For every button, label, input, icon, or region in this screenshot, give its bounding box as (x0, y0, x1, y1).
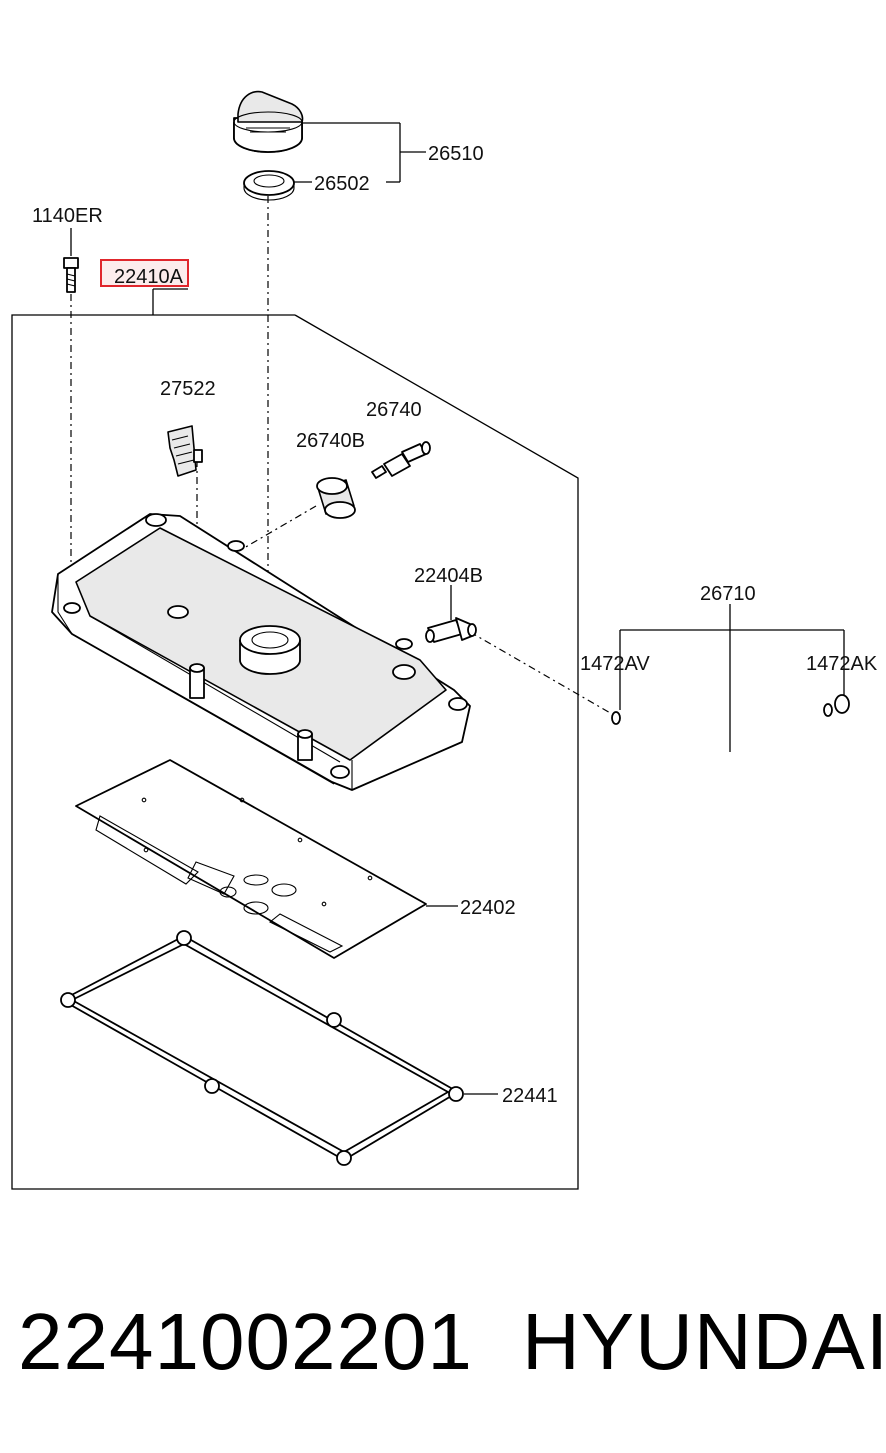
label-1140ER: 1140ER (32, 205, 103, 227)
oil-filler-cap-icon[interactable] (233, 90, 304, 153)
nipple-icon[interactable] (425, 617, 477, 643)
label-26740: 26740 (366, 399, 422, 421)
label-27522: 27522 (160, 378, 216, 400)
footer-caption: 2241002201 HYUNDAI (0, 1296, 886, 1406)
highlight-box (100, 259, 189, 287)
label-26510: 26510 (428, 143, 484, 165)
label-26740B: 26740B (296, 430, 365, 452)
label-1472AK: 1472AK (806, 653, 878, 675)
assembly-frame (11, 314, 579, 1190)
part-number-text: 2241002201 (18, 1297, 473, 1386)
parts-diagram: 26510 26502 1140ER 22410A 27522 26740 26… (11, 90, 878, 1190)
rocker-cover-icon[interactable] (51, 513, 471, 791)
label-22404B: 22404B (414, 565, 483, 587)
baffle-plate-icon[interactable] (75, 759, 427, 959)
label-22410A: 22410A (114, 266, 184, 288)
bolt-icon[interactable] (63, 228, 79, 293)
label-22402: 22402 (460, 897, 516, 919)
breather-hose-icon[interactable] (611, 694, 850, 758)
label-22441: 22441 (502, 1085, 558, 1107)
brand-text: HYUNDAI (522, 1297, 886, 1386)
cover-gasket-icon[interactable] (60, 930, 464, 1166)
cap-gasket-icon[interactable] (243, 170, 295, 201)
label-1472AV: 1472AV (580, 653, 650, 675)
label-26710: 26710 (700, 583, 756, 605)
clip-icon[interactable] (167, 425, 203, 477)
pcv-valve-icon[interactable] (371, 441, 431, 479)
label-26502: 26502 (314, 173, 370, 195)
pcv-grommet-icon[interactable] (316, 477, 356, 519)
